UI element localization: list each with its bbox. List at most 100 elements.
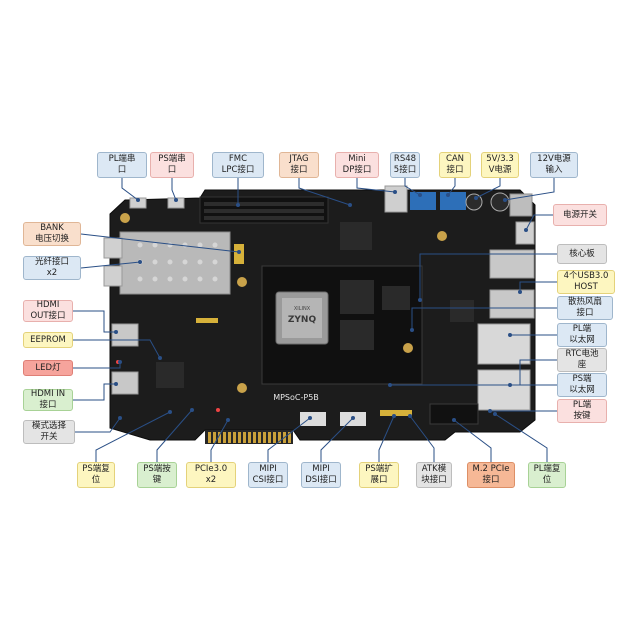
leader-dot-pl-key [488, 409, 492, 413]
hdmi-out-connector [111, 323, 139, 347]
callout-pl-uart: PL端串 口 [97, 152, 147, 178]
callout-mipi-csi: MIPI CSI接口 [248, 462, 288, 488]
callout-can: CAN 接口 [439, 152, 471, 178]
leader-line-ps-uart [171, 178, 177, 201]
callout-core-board: 核心板 [557, 244, 607, 264]
leader-line-power-switch [525, 214, 553, 231]
leader-dot-eeprom [158, 356, 162, 360]
leader-dot-ps-ext [392, 414, 396, 418]
leader-dot-hdmi-in [114, 382, 118, 386]
callout-pl-reset: PL端复 位 [528, 462, 566, 488]
leader-dot-fiber [138, 260, 142, 264]
callout-ps-ext: PS端扩 展口 [359, 462, 399, 488]
leader-dot-fan [410, 328, 414, 332]
leader-line-pl-reset [494, 413, 548, 462]
leader-dot-power-switch [524, 228, 528, 232]
leader-line-ps-key [156, 409, 193, 462]
callout-ps-eth: PS端 以太网 [557, 373, 607, 397]
callout-ps-uart: PS端串 口 [150, 152, 194, 178]
callout-ps-key: PS端按 键 [137, 462, 177, 488]
chip-name-text: ZYNQ [288, 315, 317, 325]
callout-power-5v-33v: 5V/3.3 V电源 [481, 152, 519, 178]
can-terminal [440, 192, 466, 210]
callout-pl-key: PL端 按键 [557, 399, 607, 423]
leader-line-pl-uart [121, 178, 139, 201]
ethernet-ps [477, 369, 531, 411]
leader-line-can [447, 178, 456, 196]
leader-dot-pl-uart [136, 198, 140, 202]
leader-line-atk [409, 415, 435, 462]
leader-line-ps-reset [95, 411, 171, 462]
callout-fiber: 光纤接口 x2 [23, 256, 81, 280]
leader-dot-pcie [226, 418, 230, 422]
leader-dot-mipi-dsi [351, 416, 355, 420]
leader-line-jtag [298, 178, 351, 206]
leader-line-power-12v [504, 178, 555, 201]
leader-line-core-board [419, 253, 557, 300]
leader-line-bank-voltage [80, 233, 240, 253]
leader-line-mipi-dsi [320, 417, 354, 462]
leader-dot-rtc [388, 383, 392, 387]
leader-dot-mini-dp [393, 190, 397, 194]
leader-line-m2-pcie [453, 419, 492, 462]
leader-dot-atk [408, 414, 412, 418]
callout-hdmi-in: HDMI IN 接口 [23, 389, 73, 411]
leader-dot-ps-key [190, 408, 194, 412]
leader-dot-m2-pcie [452, 418, 456, 422]
leader-line-fiber [80, 261, 141, 269]
leader-dot-mipi-csi [308, 416, 312, 420]
callout-led: LED灯 [23, 360, 73, 376]
leader-line-mode-switch [75, 417, 121, 433]
leader-dot-ps-uart [174, 198, 178, 202]
leader-dot-pl-eth [508, 333, 512, 337]
callout-ps-reset: PS端复 位 [77, 462, 115, 488]
leader-dot-can [446, 193, 450, 197]
leader-line-mipi-csi [267, 417, 311, 462]
leader-dot-fmc-lpc [236, 203, 240, 207]
leader-dot-core-board [418, 298, 422, 302]
leader-line-rs485 [404, 178, 421, 196]
leader-line-mini-dp [356, 178, 396, 193]
board-model-text: MPSoC-P5B [273, 393, 319, 402]
callout-atk: ATK模 块接口 [416, 462, 452, 488]
leader-line-ps-ext [378, 415, 395, 462]
callout-pl-eth: PL端 以太网 [557, 323, 607, 347]
callout-power-switch: 电源开关 [553, 204, 607, 226]
leader-dot-mode-switch [118, 416, 122, 420]
callout-rs485: RS48 5接口 [390, 152, 420, 178]
leader-dot-rs485 [418, 193, 422, 197]
leader-line-fan [411, 307, 557, 330]
chip-brand-text: XILINX [294, 306, 311, 312]
ethernet-pl [477, 323, 531, 365]
callout-hdmi-out: HDMI OUT接口 [23, 300, 73, 322]
leader-dot-led [118, 360, 122, 364]
leader-dot-hdmi-out [114, 330, 118, 334]
leader-dot-bank-voltage [237, 250, 241, 254]
leader-dot-power-5v-33v [474, 196, 478, 200]
leader-line-rtc [390, 359, 557, 386]
callout-jtag: JTAG 接口 [279, 152, 319, 178]
pcie-gold-fingers [208, 432, 291, 443]
leader-line-eeprom [73, 339, 161, 359]
usb-stack-1 [489, 249, 535, 279]
leader-line-usb-host [519, 281, 557, 292]
hdmi-in-connector [111, 371, 139, 395]
leader-line-power-5v-33v [475, 178, 501, 199]
rs485-terminal [410, 192, 436, 210]
leader-dot-jtag [348, 203, 352, 207]
callout-bank-voltage: BANK 电压切换 [23, 222, 81, 246]
leader-dot-power-12v [503, 198, 507, 202]
callout-power-12v: 12V电源 输入 [530, 152, 578, 178]
callout-pcie: PCIe3.0 x2 [186, 462, 236, 488]
callout-usb-host: 4个USB3.0 HOST [557, 270, 615, 294]
leader-dot-pl-reset [493, 412, 497, 416]
callout-fan: 散热风扇 接口 [557, 296, 613, 320]
callout-mipi-dsi: MIPI DSI接口 [301, 462, 341, 488]
leader-dot-ps-reset [168, 410, 172, 414]
callout-mini-dp: Mini DP接口 [335, 152, 379, 178]
usb-stack-2 [489, 289, 535, 319]
leader-dot-usb-host [518, 290, 522, 294]
callout-m2-pcie: M.2 PCIe 接口 [467, 462, 515, 488]
